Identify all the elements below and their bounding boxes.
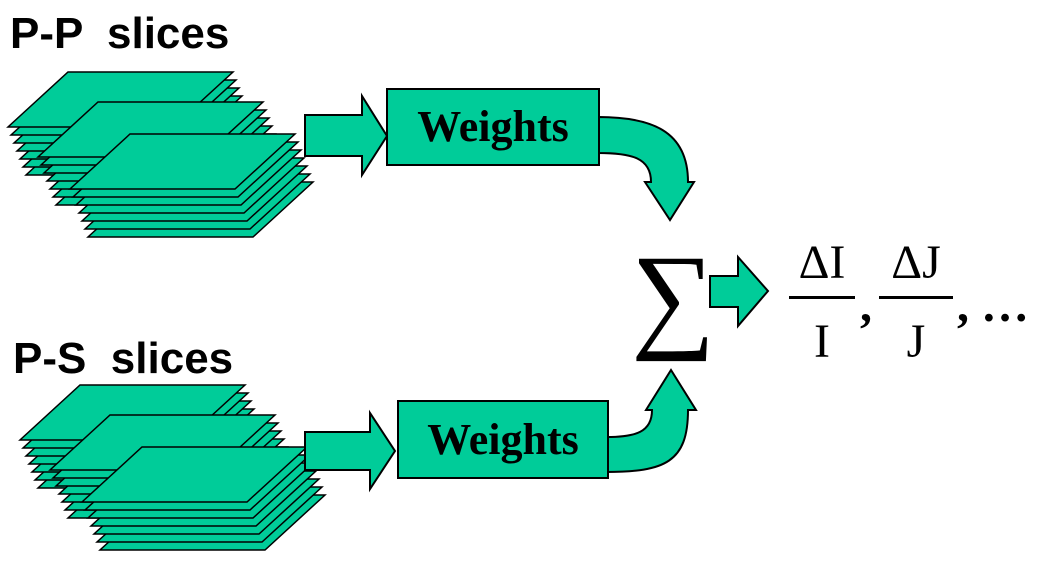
weights-box-ps: Weights [397, 400, 609, 479]
pp-slices-title: P-P slices [10, 9, 230, 58]
ps-slice-stacks [18, 384, 327, 551]
arrow-right-ps [304, 409, 397, 493]
sum-symbol: ∑ [630, 231, 716, 362]
pp-slice [68, 133, 297, 190]
pp-slice-stacks [6, 71, 315, 238]
ps-slices-title: P-S slices [13, 334, 234, 383]
trailing-ellipsis: , … [957, 279, 1029, 332]
fraction-1-numerator: ΔI [798, 236, 846, 289]
fraction-2-denominator: J [906, 315, 926, 368]
fraction-2-bar [879, 296, 953, 299]
curved-arrow-down [597, 115, 696, 222]
ps-slice [80, 446, 309, 503]
fraction-1-bar [789, 296, 855, 299]
fraction-2-numerator: ΔJ [891, 236, 941, 289]
fraction-1-denominator: I [814, 315, 830, 368]
curved-arrow-up [605, 368, 698, 474]
weights-label-pp: Weights [417, 102, 569, 151]
arrow-right-pp [304, 92, 389, 179]
weights-box-pp: Weights [386, 88, 600, 166]
arrow-right-sum [709, 254, 770, 329]
weights-label-ps: Weights [427, 414, 579, 464]
fraction-separator: , [860, 279, 872, 332]
